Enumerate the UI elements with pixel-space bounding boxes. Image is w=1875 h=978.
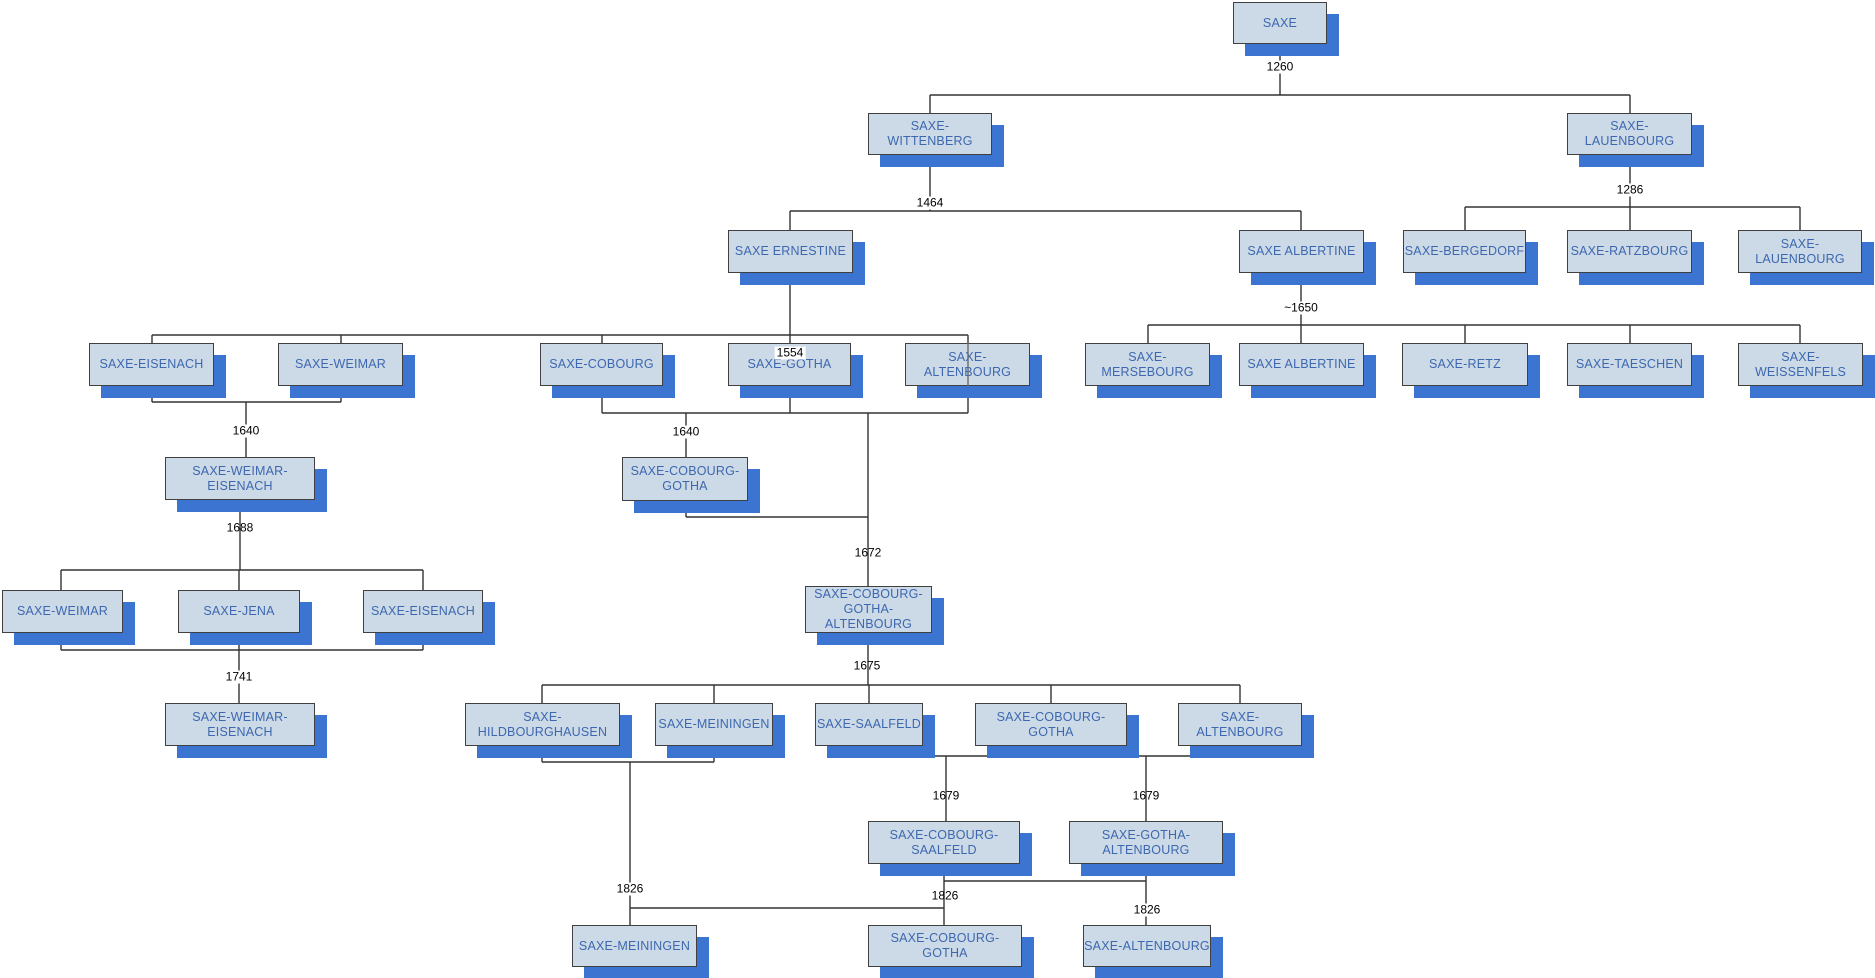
node-saxe-cobourg-gotha[interactable]: SAXE-COBOURG- GOTHA [622, 457, 748, 501]
node-saxe-cobourg-gotha-2[interactable]: SAXE-COBOURG-GOTHA [975, 703, 1127, 746]
node-saxe-ernestine[interactable]: SAXE ERNESTINE [728, 230, 853, 273]
node-saxe-albertine-2[interactable]: SAXE ALBERTINE [1239, 343, 1364, 386]
node-saxe-cobourg-saalfeld[interactable]: SAXE-COBOURG-SAALFELD [868, 821, 1020, 864]
edge-date-label: 1826 [1131, 902, 1163, 917]
edge-date-label: 1260 [1264, 59, 1296, 74]
node-saxe-wittenberg[interactable]: SAXE-WITTENBERG [868, 113, 992, 155]
edge-date-label: 1640 [230, 423, 262, 438]
node-saxe-gotha-altenbourg[interactable]: SAXE-GOTHA-ALTENBOURG [1069, 821, 1223, 864]
node-saxe-meiningen-2[interactable]: SAXE-MEININGEN [572, 925, 697, 967]
node-saxe-taeschen[interactable]: SAXE-TAESCHEN [1567, 343, 1692, 386]
node-saxe-weimar-eisenach-2[interactable]: SAXE-WEIMAR-EISENACH [165, 703, 315, 746]
node-saxe-weimar-2[interactable]: SAXE-WEIMAR [2, 590, 123, 633]
node-saxe-altenbourg[interactable]: SAXE-ALTENBOURG [905, 343, 1030, 386]
node-saxe-altenbourg-3[interactable]: SAXE-ALTENBOURG [1083, 925, 1211, 967]
edge-date-label: ~1650 [1282, 300, 1320, 315]
node-saxe-eisenach[interactable]: SAXE-EISENACH [89, 343, 214, 386]
node-saxe-ratzbourg[interactable]: SAXE-RATZBOURG [1567, 230, 1692, 273]
edge-date-label: 1679 [932, 788, 960, 803]
node-saxe-weissenfels[interactable]: SAXE-WEISSENFELS [1738, 343, 1863, 386]
node-saxe-hildbourghausen[interactable]: SAXE-HILDBOURGHAUSEN [465, 703, 620, 746]
edge-date-label: 1826 [614, 881, 646, 896]
edge-date-label: 1826 [931, 888, 959, 903]
edge-date-label: 1464 [914, 195, 946, 210]
edge-date-label: 1640 [670, 424, 702, 439]
edge-date-label: 1286 [1614, 182, 1646, 197]
node-saxe-altenbourg-2[interactable]: SAXE-ALTENBOURG [1178, 703, 1302, 746]
node-saxe-bergedorf[interactable]: SAXE-BERGEDORF [1403, 230, 1526, 273]
edge-date-label: 1675 [853, 658, 881, 673]
node-saxe-weimar[interactable]: SAXE-WEIMAR [278, 343, 403, 386]
node-saxe-eisenach-2[interactable]: SAXE-EISENACH [363, 590, 483, 633]
edge-date-label: 1672 [854, 545, 882, 560]
node-saxe-cobourg-gotha-altenbourg[interactable]: SAXE-COBOURG- GOTHA-ALTENBOURG [805, 586, 932, 633]
edge-date-label: 1741 [223, 669, 255, 684]
edge-date-label: 1688 [226, 520, 254, 535]
node-saxe-retz[interactable]: SAXE-RETZ [1402, 343, 1528, 386]
node-saxe-albertine[interactable]: SAXE ALBERTINE [1239, 230, 1364, 273]
node-saxe-mersebourg[interactable]: SAXE-MERSEBOURG [1085, 343, 1210, 386]
node-saxe-saalfeld[interactable]: SAXE-SAALFELD [815, 703, 923, 746]
node-saxe-cobourg-gotha-3[interactable]: SAXE-COBOURG-GOTHA [868, 925, 1022, 967]
edge-date-label: 1554 [774, 345, 806, 360]
node-saxe-lauenbourg-2[interactable]: SAXE-LAUENBOURG [1738, 230, 1862, 273]
node-saxe[interactable]: SAXE [1233, 2, 1327, 44]
node-saxe-weimar-eisenach[interactable]: SAXE-WEIMAR-EISENACH [165, 457, 315, 500]
node-saxe-gotha[interactable]: SAXE-GOTHA [728, 343, 851, 386]
node-saxe-lauenbourg[interactable]: SAXE-LAUENBOURG [1567, 113, 1692, 155]
node-saxe-cobourg[interactable]: SAXE-COBOURG [540, 343, 663, 386]
node-saxe-meiningen[interactable]: SAXE-MEININGEN [655, 703, 773, 746]
edge-date-label: 1679 [1132, 788, 1160, 803]
node-saxe-jena[interactable]: SAXE-JENA [178, 590, 300, 633]
